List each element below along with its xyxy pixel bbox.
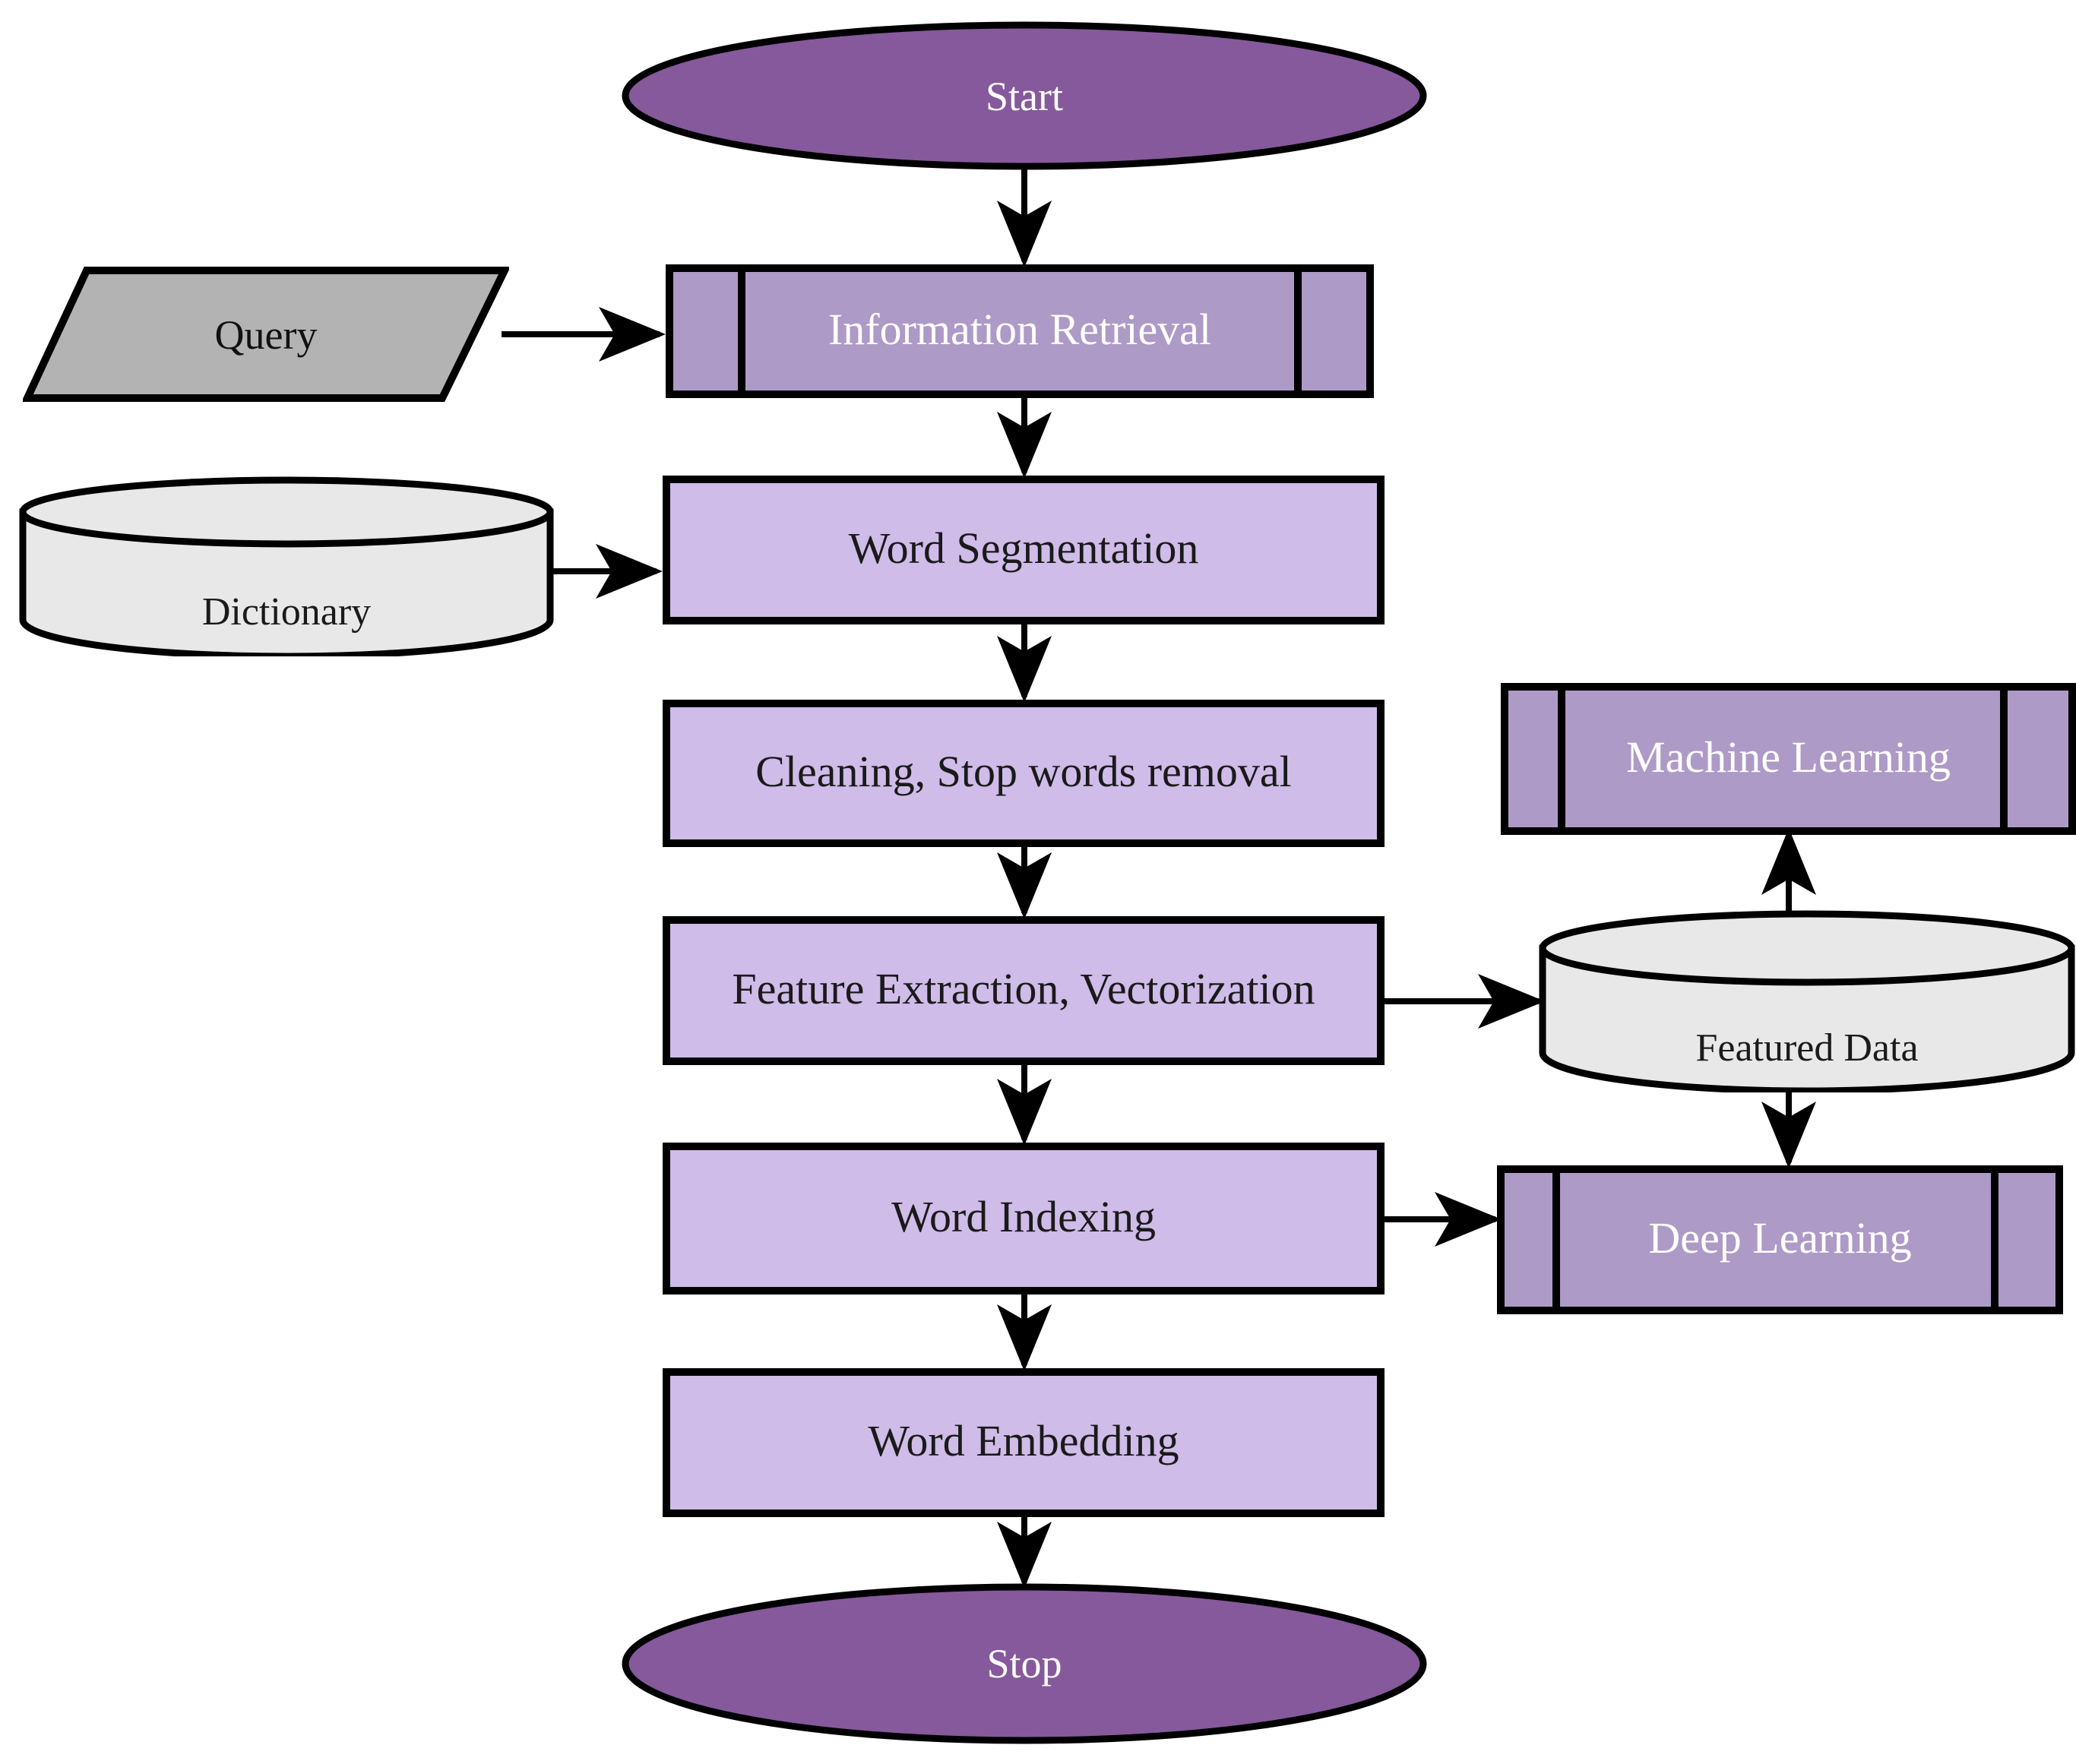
node-word-indexing[interactable]: Word Indexing bbox=[663, 1143, 1385, 1295]
process-shape-word-indexing bbox=[663, 1143, 1385, 1295]
ellipse-shape-start bbox=[622, 21, 1427, 170]
process-shape-word-segmentation bbox=[663, 476, 1385, 624]
node-featured-data[interactable]: Featured Data bbox=[1536, 909, 2076, 1092]
node-cleaning-stopwords[interactable]: Cleaning, Stop words removal bbox=[663, 700, 1385, 847]
node-stop[interactable]: Stop bbox=[622, 1582, 1427, 1745]
subprocess-shape-deep-learning bbox=[1497, 1165, 2063, 1314]
process-shape-word-embedding bbox=[663, 1368, 1385, 1517]
subprocess-shape-information-retrieval bbox=[666, 264, 1374, 398]
node-dictionary[interactable]: Dictionary bbox=[17, 476, 556, 656]
process-shape-cleaning-stopwords bbox=[663, 700, 1385, 847]
node-deep-learning[interactable]: Deep Learning bbox=[1497, 1165, 2063, 1314]
cylinder-shape-dictionary bbox=[19, 476, 554, 656]
subprocess-shape-machine-learning bbox=[1501, 683, 2076, 835]
node-feature-extraction[interactable]: Feature Extraction, Vectorization bbox=[663, 916, 1385, 1065]
cylinder-shape-featured-data bbox=[1539, 910, 2075, 1092]
node-word-embedding[interactable]: Word Embedding bbox=[663, 1368, 1385, 1517]
ellipse-shape-stop bbox=[622, 1583, 1427, 1744]
process-shape-feature-extraction bbox=[663, 916, 1385, 1065]
node-word-segmentation[interactable]: Word Segmentation bbox=[663, 476, 1385, 624]
node-query[interactable]: Query bbox=[23, 266, 509, 403]
node-machine-learning[interactable]: Machine Learning bbox=[1501, 683, 2076, 835]
parallelogram-shape-query bbox=[23, 267, 509, 402]
node-information-retrieval[interactable]: Information Retrieval bbox=[666, 264, 1374, 398]
node-start[interactable]: Start bbox=[622, 21, 1427, 170]
